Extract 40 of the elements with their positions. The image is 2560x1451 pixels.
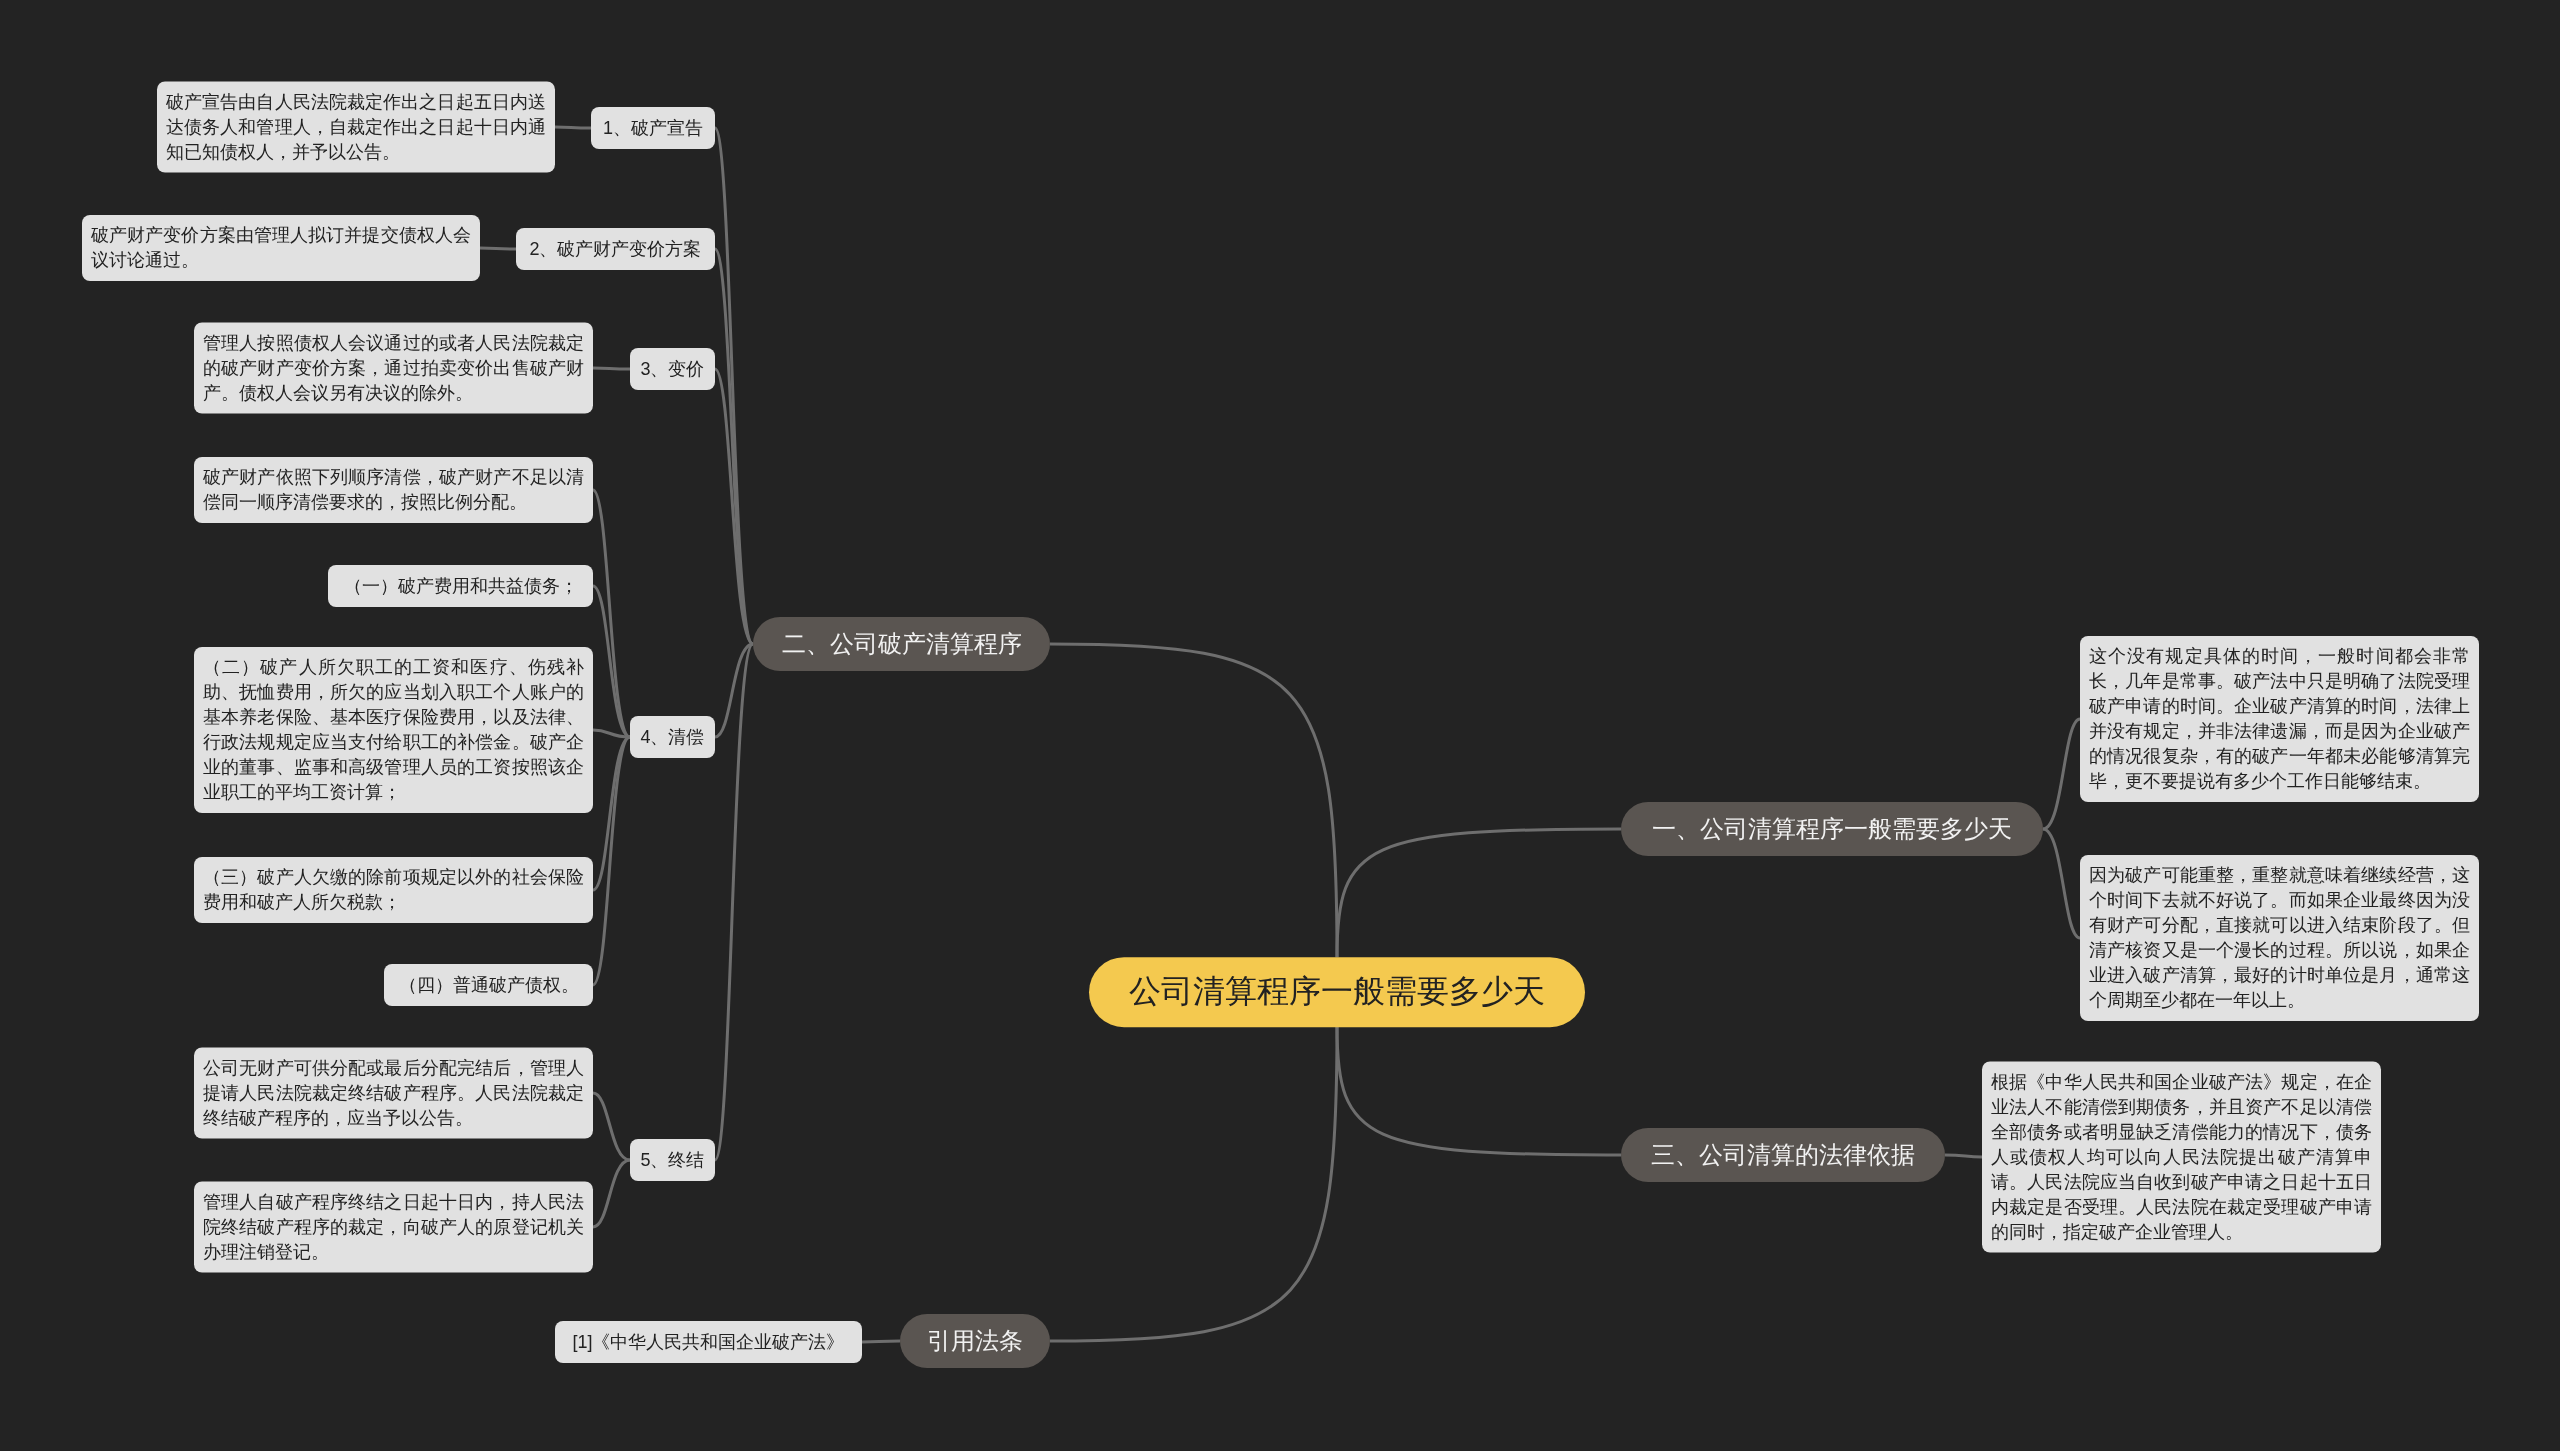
subtopic-box: [1]《中华人民共和国企业破产法》 (555, 1321, 862, 1363)
subtopic-box: 3、变价 (630, 348, 715, 390)
text-card: 根据《中华人民共和国企业破产法》规定，在企业法人不能清偿到期债务，并且资产不足以清偿全部债务或者明显缺乏清偿能力的情况下，债务人或债权人均可以向人民法院提出破产清算申请。人民法院应当自收到破产申请之日起十五日内裁定是否受理。人民法院在裁定受理破产申请的同时，指定破产企业管理人。 (1982, 1061, 2381, 1253)
branch-topic: 三、公司清算的法律依据 (1621, 1128, 1945, 1182)
connector-line (1335, 827, 1621, 958)
connector-line (555, 125, 591, 130)
connector-line (592, 1091, 631, 1162)
text-card: （三）破产人欠缴的除前项规定以外的社会保险费用和破产人所欠税款； (194, 857, 593, 923)
connector-line (1050, 1026, 1339, 1343)
connector-line (2042, 717, 2081, 831)
text-card: 管理人按照债权人会议通过的或者人民法院裁定的破产财产变价方案，通过拍卖变价出售破产财产。债权人会议另有决议的除外。 (194, 322, 593, 414)
text-card: 这个没有规定具体的时间，一般时间都会非常长，几年是常事。破产法中只是明确了法院受理破产申请的时间。企业破产清算的时间，法律上并没有规定，并非法律遗漏，而是因为企业破产的情况很复杂，有的破产一年都未必能够清算完毕，更不要提说有多少个工作日能够结束。 (2080, 636, 2479, 802)
connector-line (862, 1339, 900, 1344)
branch-topic: 引用法条 (900, 1314, 1050, 1368)
connector-line (1335, 1026, 1621, 1157)
text-card: （二）破产人所欠职工的工资和医疗、伤残补助、抚恤费用，所欠的应当划入职工个人账户的基本养老保险、基本医疗保险费用，以及法律、行政法规规定应当支付给职工的补偿金。破产企业的董事、监事和高级管理人员的工资按照该企业职工的平均工资计算； (194, 647, 593, 813)
connector-line (713, 643, 755, 1161)
connector-line (592, 1158, 631, 1229)
text-card: 公司无财产可供分配或最后分配完结后，管理人提请人民法院裁定终结破产程序。人民法院裁定终结破产程序的，应当予以公告。 (194, 1047, 593, 1139)
text-card: 破产财产变价方案由管理人拟订并提交债权人会议讨论通过。 (82, 215, 480, 281)
central-topic: 公司清算程序一般需要多少天 (1089, 957, 1585, 1027)
subtopic-box: 2、破产财产变价方案 (516, 228, 715, 270)
subtopic-box: （四）普通破产债权。 (384, 964, 593, 1006)
text-card: 因为破产可能重整，重整就意味着继续经营，这个时间下去就不好说了。而如果企业最终因为没有财产可分配，直接就可以进入结束阶段了。但清产核资又是一个漫长的过程。所以说，如果企业进入破产清算，最好的计时单位是月，通常这个周期至少都在一年以上。 (2080, 855, 2479, 1021)
subtopic-box: （一）破产费用和共益债务； (328, 565, 593, 607)
connector-line (1945, 1153, 1982, 1159)
text-card: 破产财产依照下列顺序清偿，破产财产不足以清偿同一顺序清偿要求的，按照比例分配。 (194, 457, 593, 523)
text-card: 管理人自破产程序终结之日起十日内，持人民法院终结破产程序的裁定，向破产人的原登记机关办理注销登记。 (194, 1181, 593, 1273)
text-card: 破产宣告由自人民法院裁定作出之日起五日内送达债务人和管理人，自裁定作出之日起十日内通知已知债权人，并予以公告。 (157, 81, 555, 173)
subtopic-box: 4、清偿 (630, 716, 715, 758)
connector-line (1050, 642, 1339, 958)
connector-line (713, 248, 755, 645)
connector-line (714, 642, 754, 739)
subtopic-box: 5、终结 (630, 1139, 715, 1181)
connector-line (480, 246, 516, 251)
subtopic-box: 1、破产宣告 (591, 107, 715, 149)
branch-topic: 二、公司破产清算程序 (753, 617, 1050, 671)
connector-line (593, 366, 630, 371)
connector-line (2042, 827, 2081, 940)
branch-topic: 一、公司清算程序一般需要多少天 (1621, 802, 2043, 856)
